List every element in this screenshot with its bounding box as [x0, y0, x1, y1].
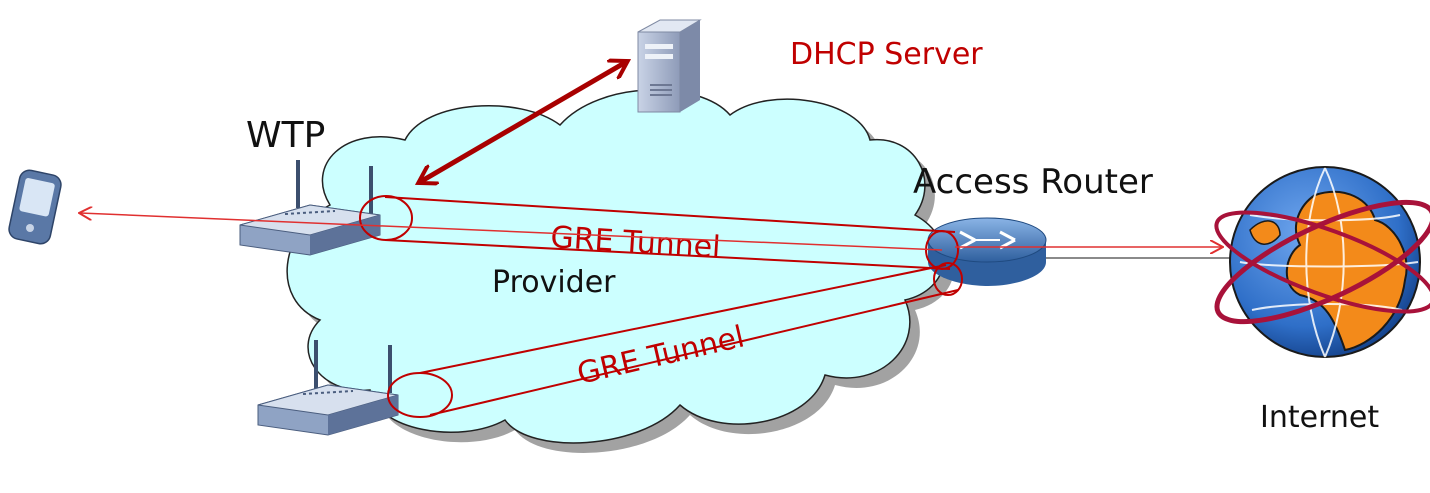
- dhcp-exchange-arrow: [420, 62, 626, 182]
- wireless-access-point-icon: [257, 340, 399, 436]
- mobile-device-icon: [8, 169, 62, 245]
- wireless-access-point-icon: [239, 160, 381, 256]
- server-icon: [637, 19, 702, 113]
- router-icon: [927, 217, 1047, 286]
- gre-tunnel-bottom: [387, 262, 963, 418]
- internet-label: Internet: [1260, 400, 1379, 435]
- globe-icon: [1214, 166, 1430, 358]
- dhcp-server-label: DHCP Server: [790, 37, 983, 72]
- access-router-label: Access Router: [913, 162, 1153, 202]
- flow-arrow-to-client: [80, 213, 943, 251]
- gre-tunnel-top: [359, 195, 959, 270]
- wtp-label: WTP: [246, 115, 325, 156]
- provider-label: Provider: [492, 265, 616, 300]
